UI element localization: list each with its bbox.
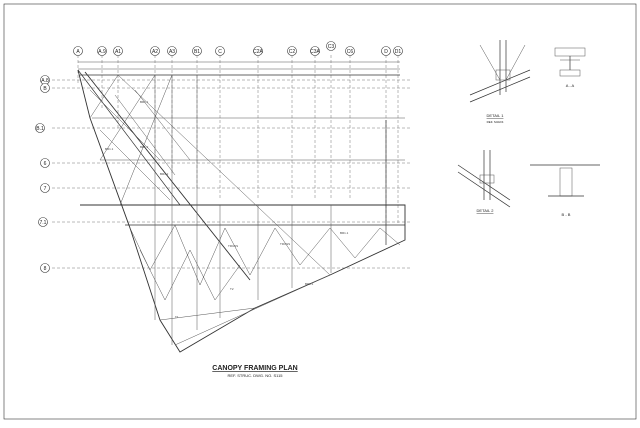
grid-col-c2a: C2A — [253, 46, 264, 200]
grid-row-8: 8 — [40, 263, 410, 273]
svg-text:7: 7 — [44, 186, 47, 192]
detail-1-sub: REF. S402/4 — [487, 120, 504, 124]
svg-text:A.8: A.8 — [41, 78, 49, 84]
section-a-title: A - A — [566, 83, 575, 88]
grid-col-a1: A1 — [113, 46, 123, 130]
detail-2: DETAIL 2 — [457, 150, 511, 213]
svg-text:A.9: A.9 — [98, 49, 106, 55]
member-label: T2 — [230, 287, 234, 291]
svg-text:A1: A1 — [115, 49, 121, 55]
section-b-title: B - B — [562, 212, 571, 217]
grid-col-c6: C6 — [345, 46, 355, 200]
grid-col-a9: A.9 — [97, 46, 107, 110]
grid-col-c3a: C3A — [310, 46, 321, 200]
drawing-subtitle: REF. STRUC. DWG. NO. S115 — [227, 373, 283, 378]
member-label: T1 — [175, 315, 179, 319]
top-dimensions — [78, 61, 400, 70]
svg-text:D1: D1 — [395, 49, 402, 55]
svg-text:C2A: C2A — [253, 49, 263, 55]
svg-text:C: C — [218, 49, 222, 55]
svg-text:8: 8 — [44, 266, 47, 272]
member-label: TRUSS — [228, 244, 238, 248]
grid-row-a8: A.8 — [40, 75, 410, 85]
member-label: TRUSS — [280, 242, 290, 246]
grid-col-a: A — [73, 46, 83, 85]
row-grid: A.8 B B.1 6 7 7.1 8 — [35, 75, 410, 273]
drawing-title-block: CANOPY FRAMING PLAN REF. STRUC. DWG. NO.… — [212, 365, 297, 378]
detail-2-title: DETAIL 2 — [477, 208, 495, 213]
member-labels: BR1.1 BR1.1 BR1.2 BR1.2 TRUSS TRUSS T1 T… — [105, 100, 349, 319]
section-a-a: A - A — [554, 47, 586, 88]
svg-text:A2: A2 — [152, 49, 158, 55]
section-b-b: B - B — [530, 164, 600, 217]
svg-text:A: A — [76, 49, 80, 55]
svg-text:B: B — [43, 86, 47, 92]
member-label: BR1.1 — [105, 147, 114, 151]
grid-row-b1: B.1 — [35, 123, 410, 133]
grid-row-71: 7.1 — [38, 217, 410, 227]
member-label: BR1.2 — [140, 145, 149, 149]
drawing-title: CANOPY FRAMING PLAN — [212, 365, 297, 372]
grid-row-6: 6 — [40, 158, 410, 168]
svg-text:C2: C2 — [289, 49, 296, 55]
canopy-framing — [77, 69, 406, 353]
grid-row-7: 7 — [40, 183, 410, 193]
member-label: BR1.2 — [160, 172, 169, 176]
detail-1-title: DETAIL 1 — [487, 113, 505, 118]
svg-text:6: 6 — [44, 161, 47, 167]
svg-text:B1: B1 — [194, 49, 200, 55]
member-label: BR1.1 — [140, 100, 149, 104]
svg-text:C6: C6 — [347, 49, 354, 55]
grid-col-c: C — [215, 46, 225, 200]
member-label: BR1.1 — [340, 231, 349, 235]
svg-text:A3: A3 — [169, 49, 175, 55]
grid-row-b: B — [40, 83, 410, 93]
grid-col-c3: C3 — [326, 41, 336, 200]
svg-text:B.1: B.1 — [36, 126, 44, 132]
svg-text:C3A: C3A — [310, 49, 320, 55]
member-label: BR1.1 — [305, 282, 314, 286]
svg-text:D: D — [384, 49, 388, 55]
svg-text:7.1: 7.1 — [40, 220, 47, 226]
grid-col-c2: C2 — [287, 46, 297, 200]
svg-text:C3: C3 — [328, 44, 335, 50]
detail-1: DETAIL 1 REF. S402/4 — [469, 40, 531, 124]
grid-col-d1: D1 — [393, 46, 403, 225]
sheet-border — [3, 3, 637, 420]
